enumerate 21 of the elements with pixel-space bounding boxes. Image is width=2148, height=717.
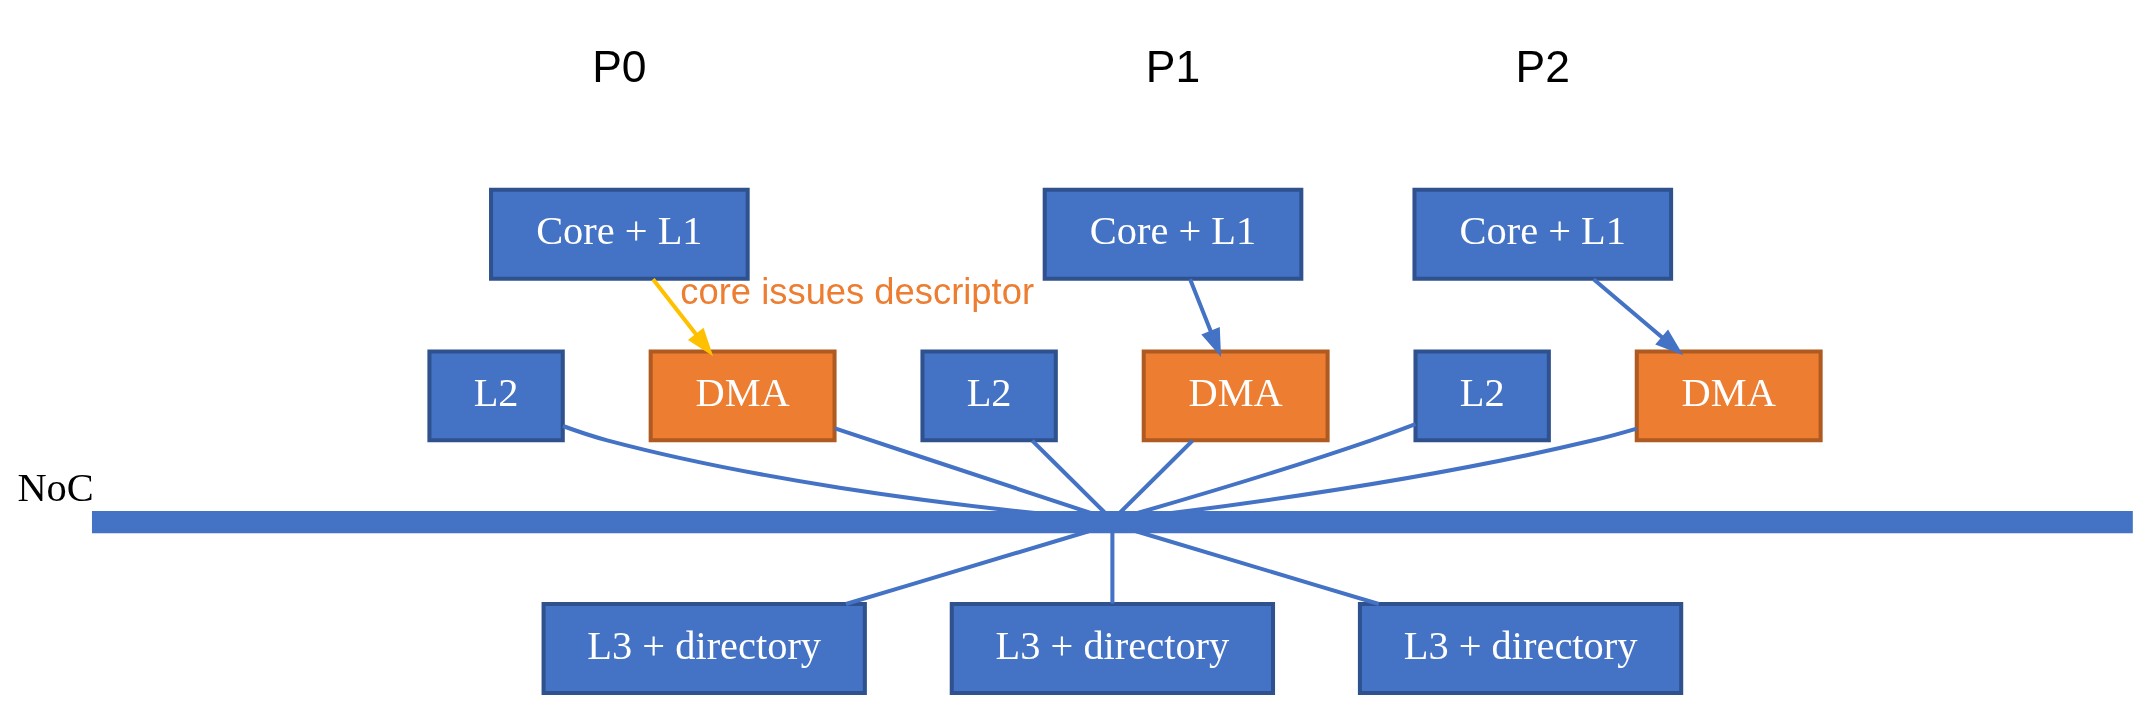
- node-box: Core + L1: [489, 187, 750, 281]
- label: P1: [1145, 41, 1201, 91]
- node-box: L2: [920, 349, 1058, 443]
- arrow: [1592, 277, 1684, 356]
- node-label: NoC: [17, 464, 94, 510]
- arrow: [1188, 278, 1222, 358]
- node-box: L2: [1413, 349, 1551, 443]
- node-box: DMA: [1141, 349, 1330, 443]
- node-bar: [91, 511, 2133, 534]
- node-box: DMA: [648, 349, 837, 443]
- node-box: L2: [427, 349, 565, 443]
- connector: [1110, 531, 1115, 604]
- node-box: Core + L1: [1412, 187, 1674, 281]
- node-box: Core + L1: [1042, 187, 1304, 281]
- arrow: [651, 278, 714, 357]
- label: P2: [1515, 41, 1570, 91]
- node-box: L3 + directory: [949, 602, 1276, 695]
- node-box: L3 + directory: [541, 602, 867, 695]
- label: P0: [592, 41, 647, 91]
- node-box: DMA: [1634, 349, 1823, 443]
- node-box: L3 + directory: [1357, 602, 1684, 695]
